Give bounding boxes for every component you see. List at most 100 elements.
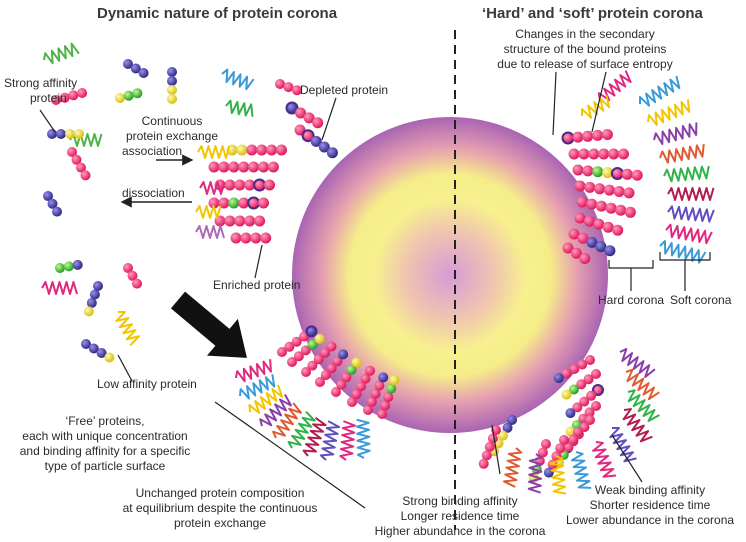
label-continuous-2: protein exchange — [125, 129, 219, 143]
bead-protein-icon — [572, 164, 643, 181]
label-secondary-3: due to release of surface entropy — [497, 57, 673, 71]
bead-protein-icon — [67, 147, 91, 181]
bead-protein-icon — [377, 375, 400, 419]
coil-protein-icon — [235, 359, 272, 383]
bead-protein-icon — [55, 259, 83, 273]
coil-protein-icon — [619, 348, 656, 378]
label-dissociation: dissociation — [122, 186, 185, 200]
bead-protein-icon — [347, 365, 375, 407]
bead-protein-icon — [208, 196, 269, 210]
label-secondary-2: structure of the bound proteins — [503, 42, 667, 56]
coil-protein-icon — [199, 181, 226, 195]
label-enriched-protein: Enriched protein — [213, 278, 301, 292]
coil-protein-icon — [581, 94, 611, 119]
title-hard-soft-corona: ‘Hard’ and ‘soft’ protein corona — [482, 5, 703, 22]
label-hard-corona: Hard corona — [598, 293, 665, 307]
label-weak-binding-3: Lower abundance in the corona — [565, 513, 735, 527]
coil-protein-icon — [503, 447, 523, 488]
coil-protein-icon — [667, 187, 715, 201]
label-unchanged-3: protein exchange — [173, 516, 267, 530]
coil-protein-icon — [319, 420, 341, 461]
label-free-proteins-1: ‘Free’ proteins, — [65, 414, 145, 428]
label-association: association — [122, 144, 183, 158]
coil-protein-icon — [653, 122, 698, 145]
coil-protein-icon — [69, 133, 103, 147]
bead-protein-icon — [574, 212, 624, 236]
coil-protein-icon — [659, 144, 705, 164]
label-free-proteins-2: each with unique concentration — [22, 429, 188, 443]
label-unchanged-1: Unchanged protein composition — [135, 486, 305, 500]
bead-protein-icon — [285, 101, 324, 129]
label-strong-binding-1: Strong binding affinity — [402, 494, 518, 508]
coil-protein-icon — [259, 394, 292, 427]
bead-protein-icon — [277, 325, 318, 357]
coil-protein-icon — [622, 408, 653, 443]
coil-protein-icon — [627, 389, 660, 422]
coil-protein-icon — [647, 99, 691, 126]
coil-protein-icon — [625, 368, 660, 401]
coil-protein-icon — [663, 165, 710, 183]
coil-protein-icon — [195, 225, 225, 239]
coil-protein-icon — [248, 384, 284, 414]
bead-protein-icon — [561, 369, 601, 400]
leader-lines — [39, 71, 711, 509]
coil-protein-icon — [287, 410, 316, 449]
coil-protein-icon — [221, 68, 255, 91]
coil-protein-icon — [41, 281, 78, 295]
bead-protein-icon — [576, 196, 636, 218]
coil-protein-icon — [339, 420, 357, 461]
bead-protein-icon — [115, 88, 143, 103]
bead-protein-icon — [553, 355, 595, 383]
bead-protein-icon — [574, 180, 635, 199]
bead-protein-icon — [363, 372, 389, 415]
coil-protein-icon — [592, 441, 617, 478]
bead-protein-icon — [561, 129, 613, 145]
coil-protein-icon — [527, 453, 543, 494]
bead-protein-icon — [331, 357, 362, 397]
coil-protein-icon — [272, 402, 302, 439]
bead-protein-icon — [208, 161, 279, 173]
label-low-affinity: Low affinity protein — [97, 377, 197, 391]
bead-protein-icon — [83, 281, 103, 317]
bead-protein-icon — [568, 148, 629, 160]
bead-protein-icon — [226, 144, 287, 156]
big-arrow-icon — [170, 291, 247, 358]
coil-protein-icon — [302, 416, 327, 457]
bead-protein-icon — [294, 124, 338, 159]
coil-protein-icon — [355, 418, 371, 459]
coil-protein-icon — [239, 374, 276, 400]
title-dynamic-corona: Dynamic nature of protein corona — [97, 5, 338, 22]
label-unchanged-2: at equilibrium despite the continuous — [122, 501, 318, 515]
bead-protein-icon — [287, 333, 325, 367]
coil-protein-icon — [570, 451, 592, 489]
bead-protein-icon — [51, 88, 88, 105]
label-strong-affinity-1: Strong affinity — [4, 76, 78, 90]
coil-protein-icon — [549, 455, 567, 495]
label-weak-binding-1: Weak binding affinity — [594, 483, 706, 497]
coil-protein-icon — [639, 75, 681, 107]
nanoparticle — [292, 117, 608, 433]
coil-protein-icon — [665, 223, 713, 245]
coil-protein-icon — [667, 205, 715, 223]
label-depleted-protein: Depleted protein — [300, 83, 389, 97]
coil-protein-icon — [195, 205, 222, 219]
coil-protein-icon — [197, 145, 231, 159]
bead-protein-icon — [123, 59, 149, 78]
label-free-proteins-4: type of particle surface — [44, 459, 166, 473]
coil-protein-icon — [115, 311, 140, 347]
label-weak-binding-2: Shorter residence time — [589, 498, 711, 512]
coil-protein-icon — [43, 42, 80, 65]
bead-protein-icon — [47, 129, 84, 139]
bead-protein-icon — [275, 79, 302, 96]
bead-protein-icon — [315, 349, 349, 387]
label-free-proteins-3: and binding affinity for a specific — [19, 444, 191, 458]
label-strong-binding-2: Longer residence time — [400, 509, 520, 523]
label-secondary-1: Changes in the secondary — [515, 27, 655, 41]
bead-protein-icon — [543, 435, 569, 478]
coil-protein-icon — [659, 240, 707, 264]
protein-layer — [41, 42, 715, 495]
label-continuous-1: Continuous — [141, 114, 203, 128]
bead-protein-icon — [43, 191, 62, 217]
bead-protein-icon — [230, 232, 272, 244]
